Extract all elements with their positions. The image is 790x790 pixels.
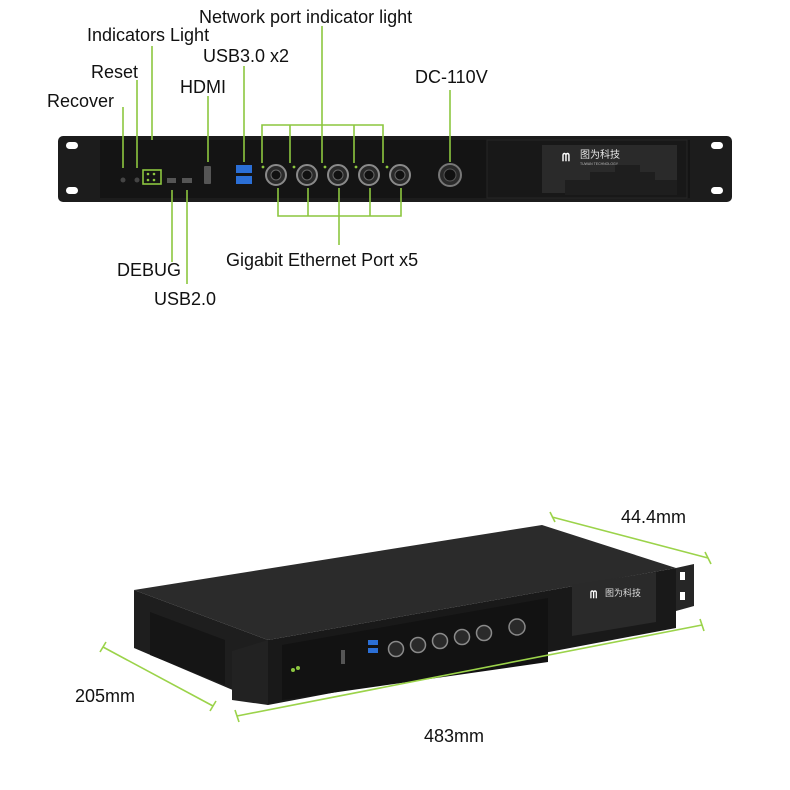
usb2-port: [182, 178, 192, 183]
rack-ear-hole: [711, 142, 723, 149]
indicator-led-iso: [291, 668, 295, 672]
gigabit-port-iso-4: [453, 628, 471, 646]
gigabit-port-iso-3: [431, 632, 449, 650]
port-indicator-led: [323, 165, 327, 169]
port-indicator-led: [354, 165, 358, 169]
rack-ear-hole: [680, 572, 685, 580]
hdmi-port-iso: [341, 650, 345, 664]
rack-ear-hole: [680, 592, 685, 600]
label-network-indicator: Network port indicator light: [199, 7, 412, 27]
rack-ear-hole: [711, 187, 723, 194]
gigabit-port-core: [332, 169, 344, 181]
hdmi-port: [204, 166, 211, 184]
usb3-port-b: [236, 176, 252, 184]
label-debug: DEBUG: [117, 260, 181, 280]
port-indicator-led: [261, 165, 265, 169]
recover-button: [120, 177, 126, 183]
side-vent: [150, 612, 225, 685]
callout-lines: [122, 26, 451, 284]
gigabit-port-core: [301, 169, 313, 181]
rack-ear-hole: [66, 142, 78, 149]
gigabit-port-core: [270, 169, 282, 181]
gigabit-port-iso-1: [387, 640, 405, 658]
isometric-view: ᗰ 图为科技 44.4mm 205mm 483mm: [75, 507, 712, 746]
port-indicator-led: [292, 165, 296, 169]
gigabit-port-core: [394, 169, 406, 181]
usb3-port-iso: [368, 640, 378, 645]
indicator-led: [152, 178, 156, 182]
gigabit-ports: [261, 164, 411, 186]
dc-power-port-iso: [508, 618, 526, 636]
rack-ear-right: [676, 564, 694, 611]
dim-line-width: [236, 624, 703, 717]
gigabit-port-core: [363, 169, 375, 181]
label-usb2: USB2.0: [154, 289, 216, 309]
brand-subtext: TUWAN TECHNOLOGY: [580, 162, 619, 166]
dimension-lines: [99, 511, 712, 723]
dim-cap: [234, 709, 240, 723]
dim-cap: [549, 511, 556, 523]
gigabit-port-iso-5: [475, 624, 493, 642]
gigabit-ports-iso: [387, 624, 493, 658]
indicator-lights-box: [142, 169, 162, 185]
usb3-port-iso: [368, 648, 378, 653]
gigabit-port-iso-2: [409, 636, 427, 654]
dim-cap: [699, 618, 705, 632]
label-hdmi: HDMI: [180, 77, 226, 97]
dim-cap: [209, 700, 217, 712]
brand-plate-pattern: [565, 165, 677, 195]
indicator-led: [152, 172, 156, 176]
chassis-top: [134, 525, 676, 640]
dim-line-depth: [102, 646, 214, 707]
dim-cap: [704, 551, 712, 565]
label-recover: Recover: [47, 91, 114, 111]
brand-text-iso: 图为科技: [605, 587, 641, 598]
brand-text: 图为科技: [580, 148, 620, 161]
label-indicators-light: Indicators Light: [87, 25, 209, 45]
reset-button: [134, 177, 140, 183]
dim-cap: [99, 641, 107, 653]
label-gigabit: Gigabit Ethernet Port x5: [226, 250, 418, 270]
label-dc: DC-110V: [415, 67, 488, 87]
indicator-led: [146, 172, 150, 176]
debug-port: [167, 178, 176, 183]
brand-logo-icon-iso: ᗰ: [590, 589, 597, 601]
label-reset: Reset: [91, 62, 138, 82]
brand-plate-iso: [572, 572, 656, 636]
rack-ear-hole: [66, 187, 78, 194]
dc-power-port-inner: [443, 168, 457, 182]
dim-label-width: 483mm: [424, 726, 484, 746]
dim-label-depth: 205mm: [75, 686, 135, 706]
dim-label-height: 44.4mm: [621, 507, 686, 527]
rack-ear-left: [232, 640, 268, 705]
brand-logo-icon: ᗰ: [562, 152, 570, 164]
indicator-led-iso: [296, 666, 300, 670]
front-panel-view: ᗰ 图为科技 TUWAN TECHNOLOGY Ne: [47, 7, 732, 309]
indicator-led: [146, 178, 150, 182]
dim-line-height: [551, 516, 709, 559]
label-usb3: USB3.0 x2: [203, 46, 289, 66]
usb3-port-a: [236, 165, 252, 173]
port-indicator-led: [385, 165, 389, 169]
